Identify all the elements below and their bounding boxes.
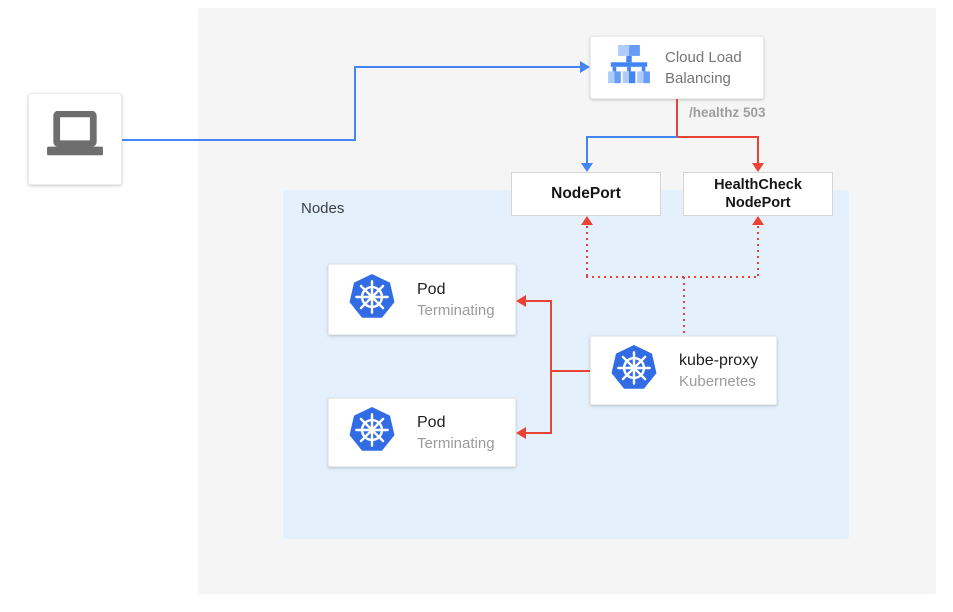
cloud-load-balancing-label: Cloud Load Balancing (665, 48, 742, 87)
edge-client-to-lb (122, 139, 356, 141)
edge-to-pod-2 (526, 432, 552, 434)
edge-lb-to-healthcheck-nodeport (677, 136, 758, 138)
dotted-edge-kubeproxy (586, 276, 759, 278)
nodeport-node: NodePort (511, 172, 661, 216)
kubernetes-icon (611, 345, 657, 396)
edge-lb-to-nodeport (587, 136, 677, 138)
kubernetes-icon (349, 274, 395, 325)
edge-kubeproxy-to-pods (550, 300, 552, 433)
laptop-icon (44, 110, 106, 168)
kube-proxy-title: kube-proxy (679, 351, 759, 369)
edge-client-to-lb (354, 66, 580, 68)
edge-lb-to-nodeport (586, 136, 588, 163)
healthz-status-label: /healthz 503 (689, 105, 766, 120)
edge-lb-to-healthcheck-nodeport (757, 136, 759, 163)
arrowhead-into-healthcheck-nodeport (752, 163, 764, 172)
nodeport-label: NodePort (551, 185, 621, 202)
pod-status: Terminating (417, 434, 495, 452)
dotted-edge-kubeproxy-to-nodeport (586, 226, 588, 278)
edge-client-to-lb (354, 66, 356, 141)
cloud-load-balancing-node: Cloud Load Balancing (590, 36, 764, 99)
arrowhead-kubeproxy-to-healthcheck (752, 216, 764, 225)
edge-to-pod-1 (526, 300, 552, 302)
arrowhead-into-pod-2 (516, 427, 526, 439)
healthcheck-nodeport-label: HealthCheck NodePort (714, 177, 802, 211)
kubernetes-icon (349, 407, 395, 458)
arrowhead-into-nodeport (581, 163, 593, 172)
dotted-edge-from-kubeproxy (683, 277, 685, 336)
pod-status: Terminating (417, 301, 495, 319)
arrowhead-kubeproxy-to-nodeport (581, 216, 593, 225)
nodes-panel-label: Nodes (301, 200, 345, 217)
pod-terminating-node-1: Pod Terminating (328, 264, 516, 335)
pod-title: Pod (417, 413, 446, 431)
pod-terminating-node-2: Pod Terminating (328, 398, 516, 467)
cloud-load-balancing-icon (607, 45, 651, 90)
pod-title: Pod (417, 280, 446, 298)
dotted-edge-kubeproxy-to-healthcheck (757, 226, 759, 278)
arrowhead-into-lb (580, 61, 590, 73)
healthcheck-nodeport-node: HealthCheck NodePort (683, 172, 833, 216)
kube-proxy-subtitle: Kubernetes (679, 372, 756, 390)
arrowhead-into-pod-1 (516, 295, 526, 307)
edge-kubeproxy-stub (550, 370, 590, 372)
kube-proxy-node: kube-proxy Kubernetes (590, 336, 777, 405)
client-node (28, 93, 122, 185)
edge-lb-healthcheck (676, 99, 678, 138)
